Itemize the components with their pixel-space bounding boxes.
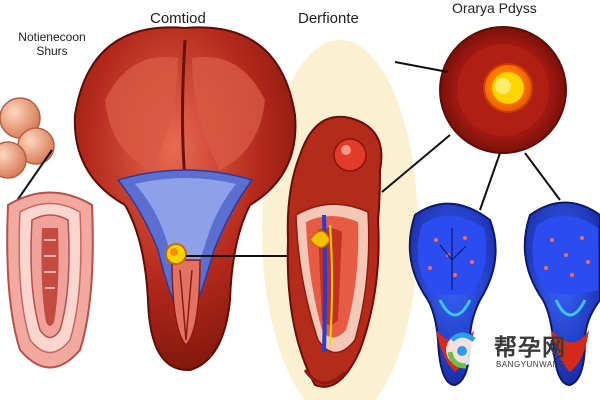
central-uterus xyxy=(73,26,297,372)
label-left: Notienecoon Shurs xyxy=(4,30,100,58)
connector-lines xyxy=(381,61,561,211)
label-right: Derfionte xyxy=(298,10,359,27)
watermark-chinese-text: 帮孕网 xyxy=(494,335,566,361)
left-uterus-section xyxy=(6,191,94,369)
label-top-right: Orarya Pdyss xyxy=(452,0,537,16)
right-uterus-section xyxy=(286,115,383,388)
watermark-logo-icon xyxy=(446,332,478,369)
left-pointer-line xyxy=(13,149,53,206)
top-right-ovary xyxy=(439,26,567,154)
label-left-line1: Notienecoon xyxy=(18,30,86,44)
label-left-line2: Shurs xyxy=(36,44,68,58)
label-middle: Comtiod xyxy=(150,10,206,27)
blue-structure-left xyxy=(408,202,497,387)
watermark-english-text: BANGYUNWANG xyxy=(496,360,566,369)
left-follicle-cluster xyxy=(0,97,55,179)
watermark: 帮孕网 BANGYUNWANG xyxy=(438,326,588,374)
blue-structure-right xyxy=(523,201,600,387)
